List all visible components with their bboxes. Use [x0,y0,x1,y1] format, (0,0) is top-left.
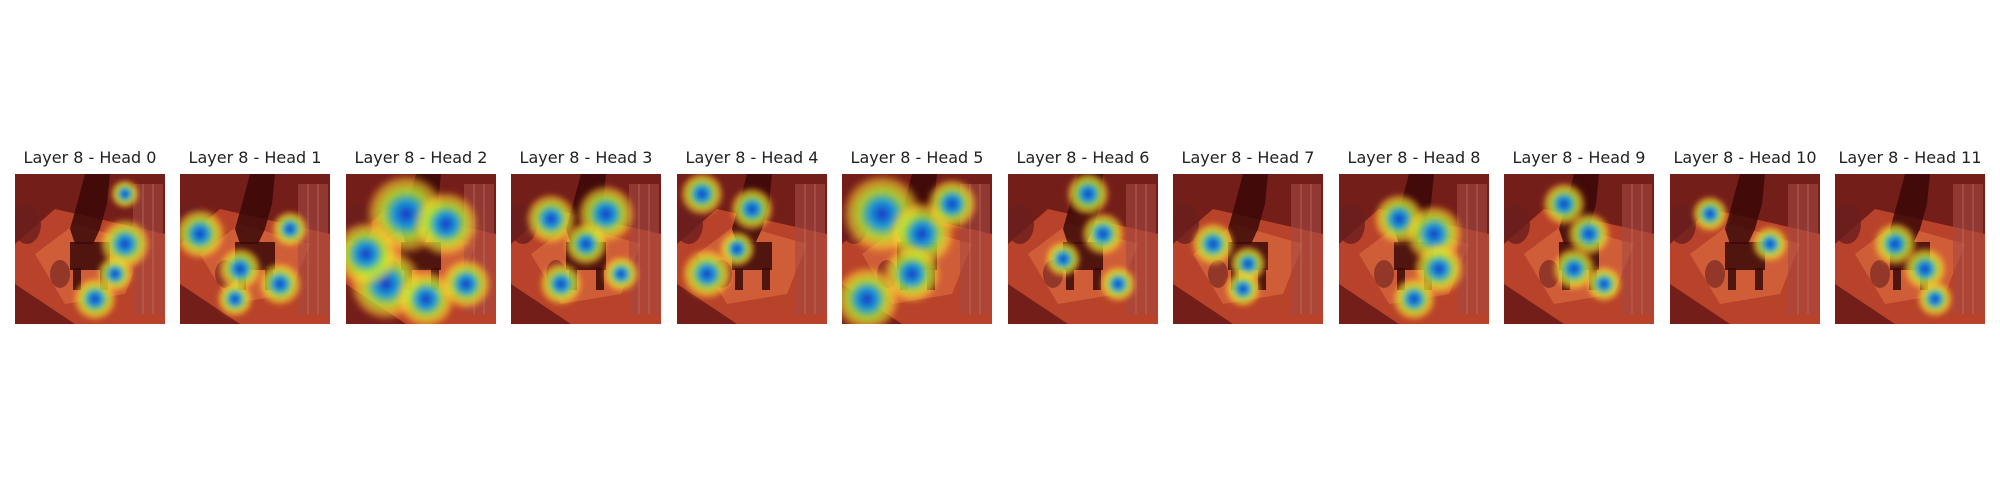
attention-hotspot [346,219,401,289]
attention-hotspot [729,186,775,232]
attention-heatmap-image [346,174,496,324]
attention-hotspots [1872,221,1954,318]
attention-hotspots [72,178,152,322]
attention-hotspots [180,207,309,318]
panel-title: Layer 8 - Head 2 [354,148,488,167]
scene-sink [1504,204,1530,244]
attention-heatmap-image [15,174,165,324]
attention-heatmap-image [842,174,992,324]
panel-title: Layer 8 - Head 7 [1181,148,1315,167]
attention-heatmap-image [677,174,827,324]
attention-hotspot [1065,174,1111,217]
attention-hotspot [1391,276,1437,322]
attention-hotspot [1751,225,1789,263]
attention-hotspot [180,207,227,261]
panel-title: Layer 8 - Head 6 [1016,148,1150,167]
scene-sink [1008,204,1034,244]
attention-hotspots [1372,192,1466,322]
attention-hotspot [524,192,578,246]
attention-hotspot [842,264,902,324]
scene-robot-arm [235,174,275,244]
attention-hotspots [842,174,979,324]
attention-hotspot [679,174,725,217]
attention-hotspot [411,189,481,259]
attention-hotspot [271,210,309,248]
scene-cabinet [1788,184,1818,314]
scene-robot-arm [1725,174,1765,244]
attention-hotspots [679,174,775,301]
attention-hotspot [216,280,254,318]
scene-cabinet [795,184,825,314]
attention-hotspot [1541,181,1587,227]
attention-hotspot [1566,211,1612,257]
attention-hotspot [925,177,979,231]
attention-hotspot [217,246,263,292]
panel-title: Layer 8 - Head 9 [1512,148,1646,167]
attention-hotspot [1044,240,1082,278]
scene-robot-arm [70,174,110,244]
attention-heatmap-image [180,174,330,324]
attention-hotspot [1080,211,1126,257]
scene-cabinet [1622,184,1652,314]
scene-sink [1835,204,1861,244]
attention-heatmap-image [1173,174,1323,324]
attention-heatmap-image [511,174,661,324]
attention-hotspot [1872,221,1918,267]
panel-title: Layer 8 - Head 8 [1347,148,1481,167]
attention-hotspot [72,276,118,322]
panel-title: Layer 8 - Head 10 [1673,148,1817,167]
panel-title: Layer 8 - Head 0 [23,148,157,167]
panel-title: Layer 8 - Head 4 [685,148,819,167]
scene-cabinet [298,184,328,314]
attention-hotspot [257,261,303,307]
scene-sink [1173,204,1199,244]
attention-heatmap-image [1008,174,1158,324]
panel-title: Layer 8 - Head 1 [188,148,322,167]
attention-hotspot [680,247,734,301]
attention-hotspot [1190,221,1236,267]
attention-hotspots [1190,221,1267,308]
scene-sink [1670,204,1696,244]
attention-hotspot [439,257,493,311]
attention-heatmap-image [1504,174,1654,324]
attention-hotspot [1585,265,1623,303]
scene-cabinet [1291,184,1321,314]
attention-heatmap-image [1670,174,1820,324]
scene-sink [15,204,41,244]
attention-hotspot [1099,265,1137,303]
attention-hotspots [1541,181,1623,303]
attention-hotspots [346,174,493,324]
attention-hotspots [1044,174,1137,303]
attention-hotspot [1224,270,1262,308]
attention-hotspot [109,178,141,210]
attention-heatmap-image [1339,174,1489,324]
attention-heatmap-image [1835,174,1985,324]
attention-hotspot [563,221,609,267]
scene-cabinet [1457,184,1487,314]
scene-robot-arm [1228,174,1268,244]
attention-hotspot [1916,280,1954,318]
panel-title: Layer 8 - Head 11 [1838,148,1982,167]
scene-cabinet [1953,184,1983,314]
panel-title: Layer 8 - Head 5 [850,148,984,167]
attention-hotspot [538,261,584,307]
attention-hotspots [524,183,640,307]
attention-hotspots [1691,195,1789,263]
panel-title: Layer 8 - Head 3 [519,148,653,167]
attention-hotspot [1691,195,1729,233]
scene-sink [1339,204,1365,244]
attention-hotspot [602,255,640,293]
